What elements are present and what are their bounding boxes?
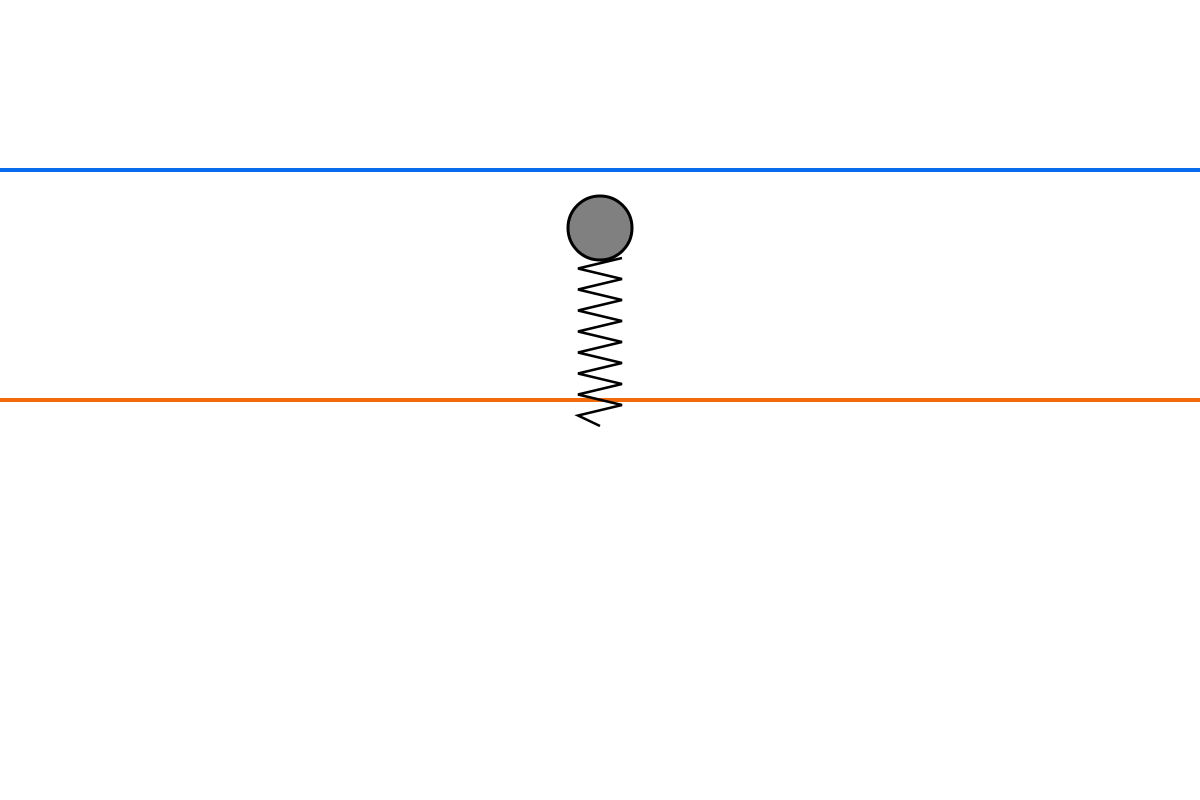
mass-ball <box>566 194 634 262</box>
spring <box>574 256 623 428</box>
